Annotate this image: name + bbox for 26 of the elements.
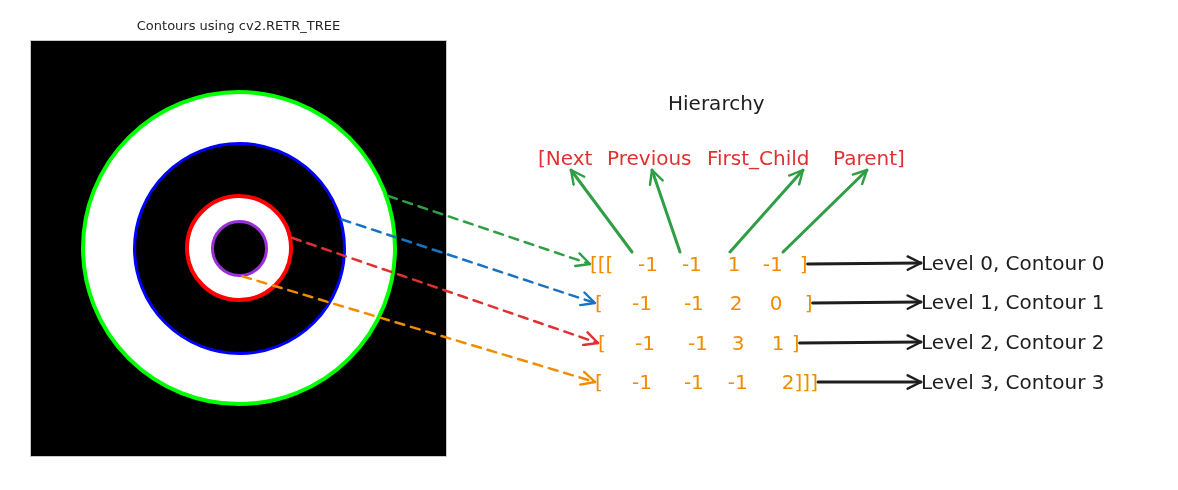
array-row: [ -1 -1 -1 2]]]: [595, 370, 818, 394]
level-label: Level 1, Contour 1: [921, 290, 1105, 314]
field-name: Parent]: [833, 146, 905, 170]
field-name: First_Child: [707, 146, 810, 170]
dashed-arrow: [340, 218, 597, 307]
dashed-arrow: [290, 236, 600, 347]
level-label: Level 2, Contour 2: [921, 330, 1105, 354]
arrow: [781, 168, 869, 254]
array-row: [ -1 -1 3 1 ]: [598, 331, 800, 355]
heading: Hierarchy: [668, 91, 765, 115]
level-label: Level 0, Contour 0: [921, 251, 1105, 275]
arrow: [648, 168, 682, 254]
dashed-arrow: [241, 275, 597, 386]
level-label: Level 3, Contour 3: [921, 370, 1105, 394]
arrow: [811, 294, 923, 310]
array-row: [ -1 -1 2 0 ]: [595, 291, 813, 315]
array-row: [[[ -1 -1 1 -1 ]: [590, 252, 808, 276]
field-name: Previous: [607, 146, 692, 170]
arrow: [798, 334, 923, 350]
arrow: [806, 255, 923, 271]
arrow: [728, 168, 805, 254]
field-name: [Next: [538, 146, 593, 170]
dashed-arrow: [386, 194, 592, 268]
arrow: [569, 168, 634, 254]
figure-title: Contours using cv2.RETR_TREE: [136, 17, 341, 35]
arrow: [816, 374, 923, 390]
